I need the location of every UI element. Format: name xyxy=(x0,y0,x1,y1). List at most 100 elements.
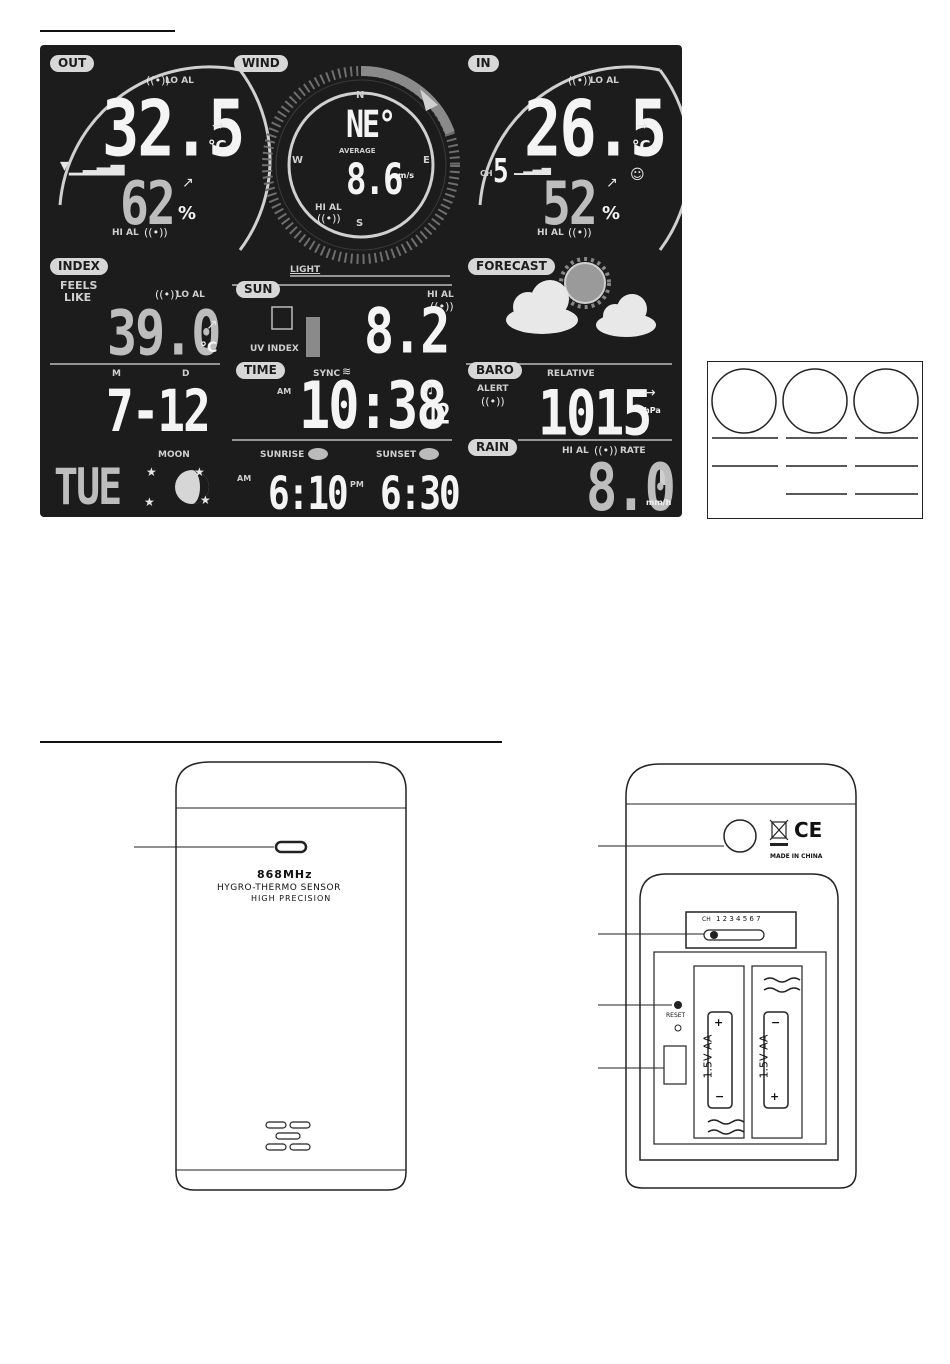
in-hi-alarm-icon: ((•)) xyxy=(568,226,592,239)
uv-bar xyxy=(306,317,320,357)
battery-2-label: 1.5V AA xyxy=(757,1034,771,1079)
battery-2-minus-icon: − xyxy=(771,1016,781,1029)
section-rule-bottom xyxy=(40,741,502,743)
wind-hi-al: HI AL xyxy=(315,203,342,213)
sunrise-icon xyxy=(308,448,328,460)
sensor-precision: HIGH PRECISION xyxy=(251,894,332,903)
out-trend-arrow-icon: → xyxy=(212,118,224,134)
lcd-graphics xyxy=(50,65,682,504)
in-label: IN xyxy=(468,55,499,72)
in-temp-value: 26.5 xyxy=(524,83,667,175)
baro-alarm-icon: ((•)) xyxy=(481,395,505,408)
rain-unit: mm/h xyxy=(646,498,672,507)
index-lo-al: LO AL xyxy=(176,290,205,300)
wind-speed-unit: m/s xyxy=(398,171,415,180)
star-icon-3: ★ xyxy=(200,493,211,507)
time-label: TIME xyxy=(236,362,285,379)
baro-trend-icon: → xyxy=(644,385,656,401)
index-alarm-icon: ((•)) xyxy=(155,288,179,301)
wind-label: WIND xyxy=(234,55,288,72)
index-value: 39.0 xyxy=(107,297,221,370)
sun-hi-al: HI AL xyxy=(427,290,454,300)
uv-person-icon xyxy=(271,306,293,330)
star-icon-2: ★ xyxy=(194,465,205,479)
sync-label: SYNC xyxy=(313,369,341,379)
battery-2-plus-icon: + xyxy=(770,1090,780,1103)
sensor-type: HYGRO-THERMO SENSOR xyxy=(217,883,341,893)
index-like: LIKE xyxy=(64,291,92,304)
time-value: 10:38 xyxy=(299,369,448,444)
in-ch-value: 5 xyxy=(493,153,509,191)
sunset-icon xyxy=(419,448,439,460)
star-icon-4: ★ xyxy=(144,495,155,509)
out-temp-unit: °C xyxy=(208,137,227,155)
compass-dial xyxy=(262,65,460,264)
channel-numbers: 1 2 3 4 5 6 7 xyxy=(716,915,761,923)
reference-box xyxy=(707,361,923,519)
uv-index-value: 8.2 xyxy=(364,295,450,368)
in-hum-value: 52 xyxy=(542,169,598,239)
forecast-label: FORECAST xyxy=(468,258,555,275)
time-seconds-value: 12 xyxy=(426,399,450,431)
sun-alarm-icon: ((•)) xyxy=(430,300,454,313)
out-arc-right xyxy=(238,69,272,251)
date-value: 7-12 xyxy=(106,377,211,445)
index-trend-icon: ↗ xyxy=(206,317,218,333)
star-icon: ★ xyxy=(146,465,157,479)
made-in-china: MADE IN CHINA xyxy=(770,853,823,860)
battery-1-minus-icon: − xyxy=(715,1090,725,1103)
out-hi-al: HI AL xyxy=(112,228,139,238)
weekday-value: TUE xyxy=(54,459,122,517)
rain-hi-al: HI AL xyxy=(562,446,589,456)
uv-index-label: UV INDEX xyxy=(250,344,299,354)
in-arc-right xyxy=(658,69,682,251)
rain-label: RAIN xyxy=(468,439,518,456)
wind-south: S xyxy=(356,218,364,229)
lcd-display: OUT LO AL ((•)) 32.5 °C → ▾▁▂▃▄ 62 % ↗ H… xyxy=(40,45,682,517)
wind-average: AVERAGE xyxy=(339,147,376,155)
out-hum-unit: % xyxy=(178,203,197,224)
rain-value: 8.0 xyxy=(586,451,676,517)
reset-label: RESET xyxy=(666,1012,686,1019)
wind-alarm-icon: ((•)) xyxy=(317,212,341,225)
section-rule-top xyxy=(40,30,175,32)
signal-icon: ▾▁▂▃▄ xyxy=(60,155,125,176)
battery-1-label: 1.5V AA xyxy=(701,1034,715,1079)
baro-alert: ALERT xyxy=(477,384,509,394)
baro-unit: hPa xyxy=(644,406,661,415)
index-label: INDEX xyxy=(50,258,108,275)
wind-direction-value: NE° xyxy=(346,103,396,147)
index-unit: °C xyxy=(200,340,218,356)
date-month-label: M xyxy=(112,369,121,379)
baro-label: BARO xyxy=(468,362,522,379)
channel-label: CH xyxy=(702,916,711,923)
rain-alarm-icon: ((•)) xyxy=(594,444,618,457)
out-hum-trend-icon: ↗ xyxy=(182,175,194,191)
wind-east: E xyxy=(423,155,430,166)
sensor-frequency: 868MHz xyxy=(257,868,313,881)
wind-north: N xyxy=(356,90,365,101)
in-ch-label: CH xyxy=(480,169,493,178)
rain-rate: RATE xyxy=(620,446,646,456)
ce-mark: CE xyxy=(794,818,823,842)
out-arc xyxy=(58,65,241,206)
sun-label: SUN xyxy=(236,281,281,298)
time-am: AM xyxy=(277,387,292,396)
in-trend-arrow-icon: → xyxy=(636,118,648,134)
out-alarm-icon: ((•)) xyxy=(146,74,170,87)
out-lo-al: LO AL xyxy=(165,76,194,86)
wind-speed-value: 8.6 xyxy=(346,155,403,205)
sync-wifi-icon: ≋ xyxy=(342,365,352,378)
in-arc xyxy=(478,65,661,206)
sunset-label: SUNSET xyxy=(376,450,417,460)
in-signal-icon: ▁▂▃▄ xyxy=(514,161,551,175)
light-label: LIGHT xyxy=(290,265,321,275)
baro-value: 1015 xyxy=(538,377,652,450)
in-temp-unit: °C xyxy=(632,137,651,155)
sunset-value: 6:30 xyxy=(380,469,461,517)
forecast-sun-graphic xyxy=(559,257,611,309)
sunset-pm: PM xyxy=(350,480,364,489)
date-day-label: D xyxy=(182,369,190,379)
in-hi-al: HI AL xyxy=(537,228,564,238)
wind-west: W xyxy=(292,155,304,166)
